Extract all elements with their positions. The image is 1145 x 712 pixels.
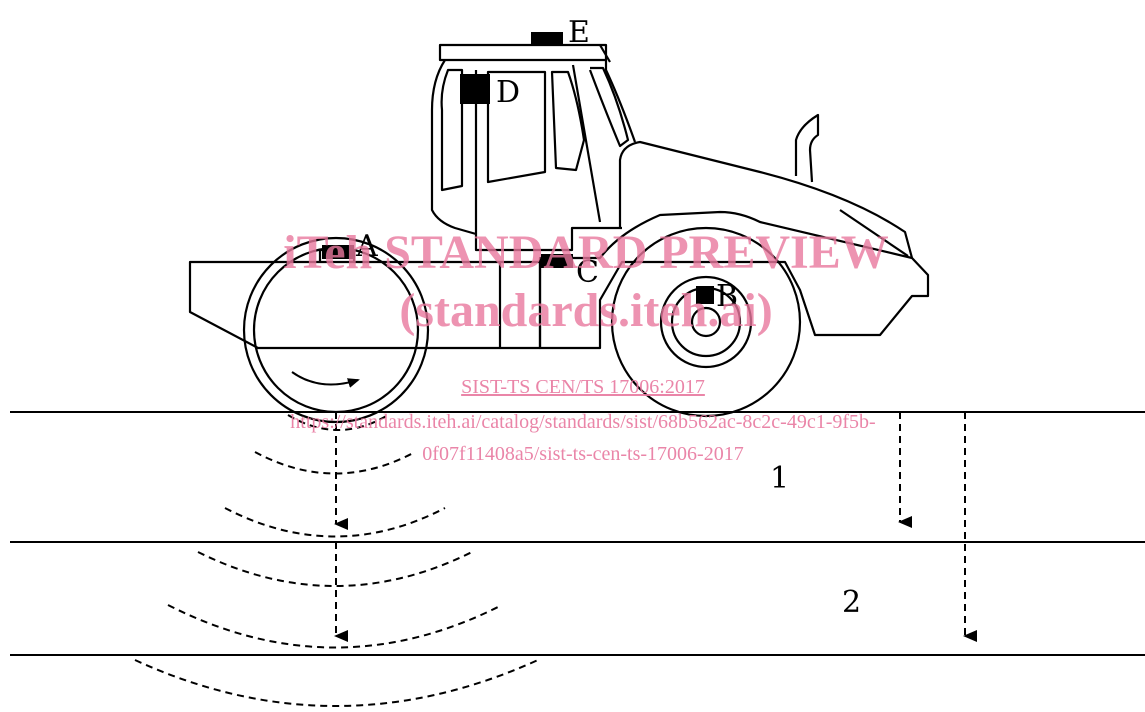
watermark-url-line2[interactable]: 0f07f11408a5/sist-ts-cen-ts-17006-2017 <box>422 443 743 465</box>
sensor-c <box>541 254 573 268</box>
sensor-e <box>531 32 563 46</box>
label-sensor-b: B <box>716 279 738 314</box>
watermark-url-line1[interactable]: https://standards.iteh.ai/catalog/standa… <box>290 411 875 433</box>
engine-body <box>538 210 930 350</box>
depth-arrows <box>334 412 977 642</box>
rotation-arrow <box>291 371 360 388</box>
exhaust-pipe <box>794 113 820 183</box>
label-sensor-c: C <box>576 255 599 290</box>
sensor-d <box>460 74 490 104</box>
watermark-title: iTeh STANDARD PREVIEW <box>283 226 888 279</box>
watermark-link[interactable]: SIST-TS CEN/TS 17006:2017 <box>461 376 705 398</box>
watermark-subtitle: (standards.iteh.ai) <box>399 284 772 337</box>
label-layer-1: 1 <box>770 461 789 496</box>
sensor-a <box>322 245 354 259</box>
roller-compactor <box>188 32 930 424</box>
label-sensor-a: A <box>355 229 378 264</box>
watermark: iTeh STANDARD PREVIEW (standards.iteh.ai… <box>283 226 888 465</box>
vibration-waves <box>134 414 539 707</box>
label-sensor-d: D <box>496 75 520 110</box>
label-sensor-e: E <box>568 15 590 50</box>
label-layer-2: 2 <box>842 585 861 620</box>
drum-frame <box>188 260 502 350</box>
sensor-b <box>696 286 714 304</box>
operator-cab <box>430 43 637 252</box>
